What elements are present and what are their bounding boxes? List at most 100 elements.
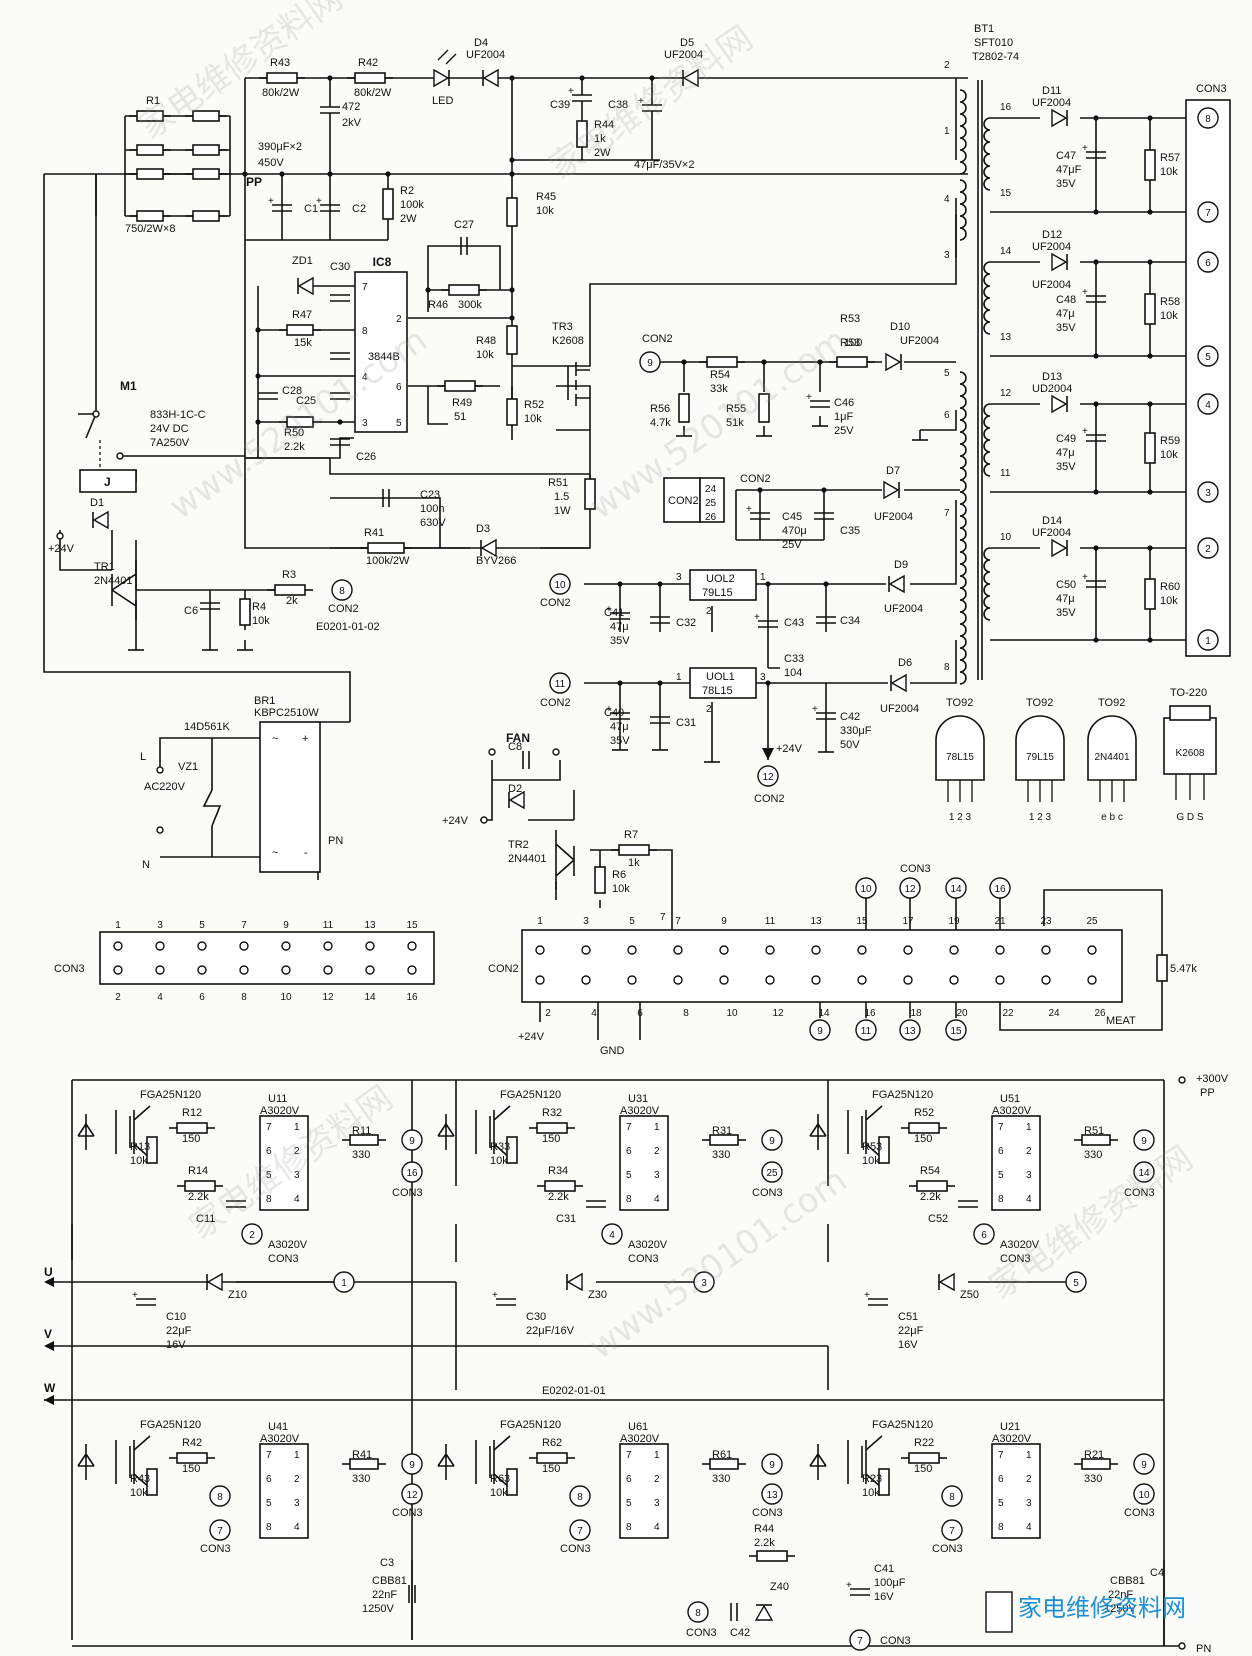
phase-w-label: W: [44, 1381, 56, 1395]
opto-high-2-pin: 3: [1026, 1170, 1032, 1181]
con2-bottom-pin-number: 14: [818, 1008, 830, 1019]
d9-part: UF2004: [884, 603, 923, 615]
polarity-mark: +: [492, 1290, 498, 1301]
con3-pin-9-low-1: [761, 1453, 783, 1475]
output-cap-label-0: C47: [1056, 150, 1076, 162]
r55-value: 51k: [726, 417, 744, 429]
junction-dot: [821, 487, 827, 493]
d9: [888, 574, 905, 594]
inv-r44-value: 2.2k: [754, 1537, 775, 1549]
r44-v1: 1k: [594, 133, 606, 145]
con2-pin-10-label: 10: [554, 580, 566, 591]
con3-top-pin-number: 9: [283, 920, 289, 931]
opto-low-2-pin: 6: [998, 1474, 1004, 1485]
con3-pin-b-high-1: [601, 1223, 623, 1245]
inv-con3-pin-7-label: 7: [857, 1636, 863, 1647]
zener-high-2: [938, 1272, 955, 1292]
transformer-pin: 8: [944, 662, 950, 673]
r55: [758, 393, 770, 423]
r54-value: 33k: [710, 383, 728, 395]
con2-top-hole: [903, 945, 913, 955]
con3-output-connector: [1185, 99, 1231, 657]
varistor-zigzag: [202, 789, 222, 827]
con2-pin-10: [549, 573, 571, 595]
r3-label: R3: [282, 569, 296, 581]
con2-bottom-circle-label: 13: [904, 1026, 916, 1037]
mains-l-label: L: [140, 751, 146, 763]
bank-resistor: [192, 110, 220, 122]
out-res-value-low-2: 330: [1084, 1473, 1102, 1485]
con3-output-pin: [1197, 201, 1219, 223]
polarity-mark: +: [268, 196, 274, 207]
junction-dot: [1147, 401, 1153, 407]
r7-label: R7: [624, 829, 638, 841]
r53-label-top: R53: [840, 313, 860, 325]
tr3-part: K2608: [552, 335, 584, 347]
r4-label: R4: [252, 601, 266, 613]
gate-res-high-1: [536, 1122, 568, 1134]
d3-part: BYV266: [476, 555, 516, 567]
d7: [883, 480, 900, 500]
c38-label: C38: [608, 99, 628, 111]
c4-v1: 22nF: [1108, 1589, 1133, 1601]
aux-con2-label: CON2: [740, 473, 771, 485]
ge-res-label-low-1: R63: [490, 1473, 510, 1485]
con3-pin-c1-high-2-label: 5: [1073, 1278, 1079, 1289]
d10-part: UF2004: [900, 335, 939, 347]
d2-label: D2: [508, 783, 522, 795]
r42: [354, 72, 386, 84]
secondary-pin-b-1: 13: [1000, 332, 1012, 343]
secondary-pin-a-0: 16: [1000, 102, 1012, 113]
r50-value: 2.2k: [284, 441, 305, 453]
opto-high-1-pin: 5: [626, 1170, 632, 1181]
r4-value: 10k: [252, 615, 270, 627]
transformer-pin: 1: [944, 126, 950, 137]
con2-bottom-hole: [949, 975, 959, 985]
c43-label: C43: [784, 617, 804, 629]
inverter.low.1.u: [475, 1435, 511, 1489]
led-rays: [437, 49, 457, 65]
package-type-2: TO92: [1098, 697, 1125, 709]
r6-value: 10k: [612, 883, 630, 895]
opto-high-1-pin: 4: [654, 1194, 660, 1205]
opto-high-0-pin: 2: [294, 1146, 300, 1157]
c41-v2: 35V: [610, 635, 630, 647]
bias-res-label-high-2: R54: [920, 1165, 940, 1177]
aux-winding-top: [959, 179, 967, 241]
junction-dot: [761, 359, 767, 365]
uol1-label: UOL1: [706, 671, 735, 683]
con3-tag-low-0: CON3: [392, 1507, 423, 1519]
gate-res-low-1: [536, 1452, 568, 1464]
con3-pin-7-low-0-label: 7: [217, 1526, 223, 1537]
junction-dot: [509, 315, 515, 321]
c45-v2: 25V: [782, 539, 802, 551]
c41-v1: 47μ: [610, 621, 629, 633]
br1-ac2: ~: [272, 847, 278, 859]
out-res-high-2: [1081, 1134, 1111, 1146]
opto-high-2-pin: 8: [998, 1194, 1004, 1205]
junction-dot: [681, 359, 687, 365]
c23-label: C23: [420, 489, 440, 501]
ge-res-low-1: [506, 1468, 518, 1496]
con2-bottom-circle-label: 15: [950, 1026, 962, 1037]
secondary-winding-0: [983, 117, 991, 191]
con2-bottom-pin-number: 12: [772, 1008, 784, 1019]
d5-part: UF2004: [664, 49, 703, 61]
v300-terminal: [1178, 1076, 1186, 1084]
aux-winding-main: [959, 371, 967, 685]
gate-res-value-high-0: 150: [182, 1133, 200, 1145]
output-diode-part-0: UF2004: [1032, 97, 1071, 109]
out-res-high-1: [709, 1134, 739, 1146]
out-res-label-high-1: R31: [712, 1125, 732, 1137]
aux-pin-24: 24: [705, 484, 717, 495]
con3-top-hole: [155, 941, 165, 951]
d4: [482, 68, 499, 88]
polarity-mark: +: [1082, 143, 1088, 154]
inv-c42-label: C42: [730, 1627, 750, 1639]
con3-tag-high-2: CON3: [1124, 1187, 1155, 1199]
con2-top-circle-label: 14: [950, 884, 962, 895]
r49-value: 51: [454, 411, 466, 423]
to220-package: [1163, 717, 1217, 775]
polarity-mark: +: [1082, 426, 1088, 437]
d2: [508, 790, 525, 810]
